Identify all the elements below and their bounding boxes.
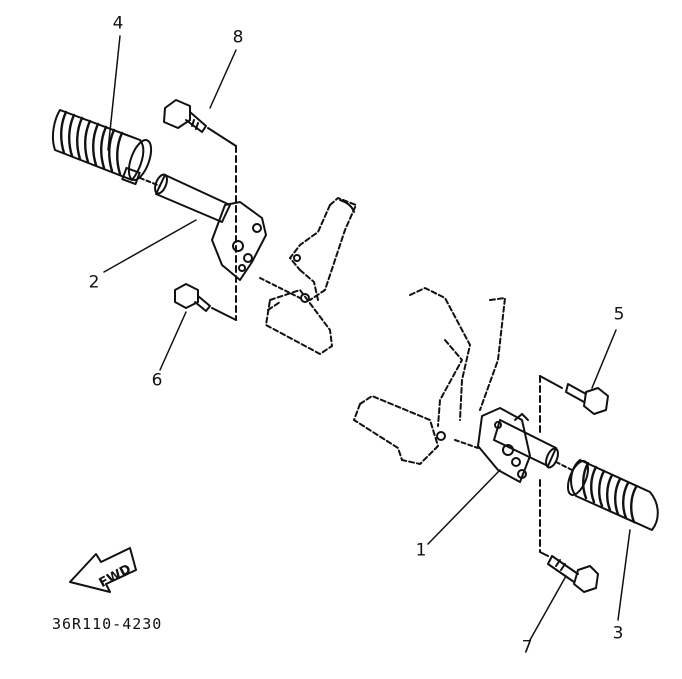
right-frame-bracket xyxy=(353,287,506,465)
fwd-arrow-icon xyxy=(69,547,137,593)
callout-7: 7 xyxy=(521,637,533,658)
right-footpeg-bracket xyxy=(477,407,559,483)
left-footpeg-rubber xyxy=(51,109,153,186)
right-upper-bolt xyxy=(539,375,609,437)
callout-3: 3 xyxy=(612,623,624,644)
callout-2: 2 xyxy=(88,272,100,293)
callout-5: 5 xyxy=(613,304,625,325)
right-lower-bolt xyxy=(539,479,599,593)
left-upper-bolt xyxy=(163,99,237,321)
leader-lines xyxy=(103,35,631,641)
part-reference-code: 36R110-4230 xyxy=(52,615,163,633)
callout-8: 8 xyxy=(232,27,244,48)
left-frame-bracket xyxy=(265,197,357,355)
right-footpeg-rubber xyxy=(555,459,659,531)
callout-1: 1 xyxy=(415,540,427,561)
callout-4: 4 xyxy=(112,13,124,34)
left-frame-solid xyxy=(259,199,355,303)
left-lower-bolt xyxy=(174,283,237,321)
right-frame-solid xyxy=(436,431,479,449)
fwd-label: FWD xyxy=(97,562,134,591)
left-footpeg-shaft xyxy=(139,173,267,281)
callout-6: 6 xyxy=(151,370,163,391)
